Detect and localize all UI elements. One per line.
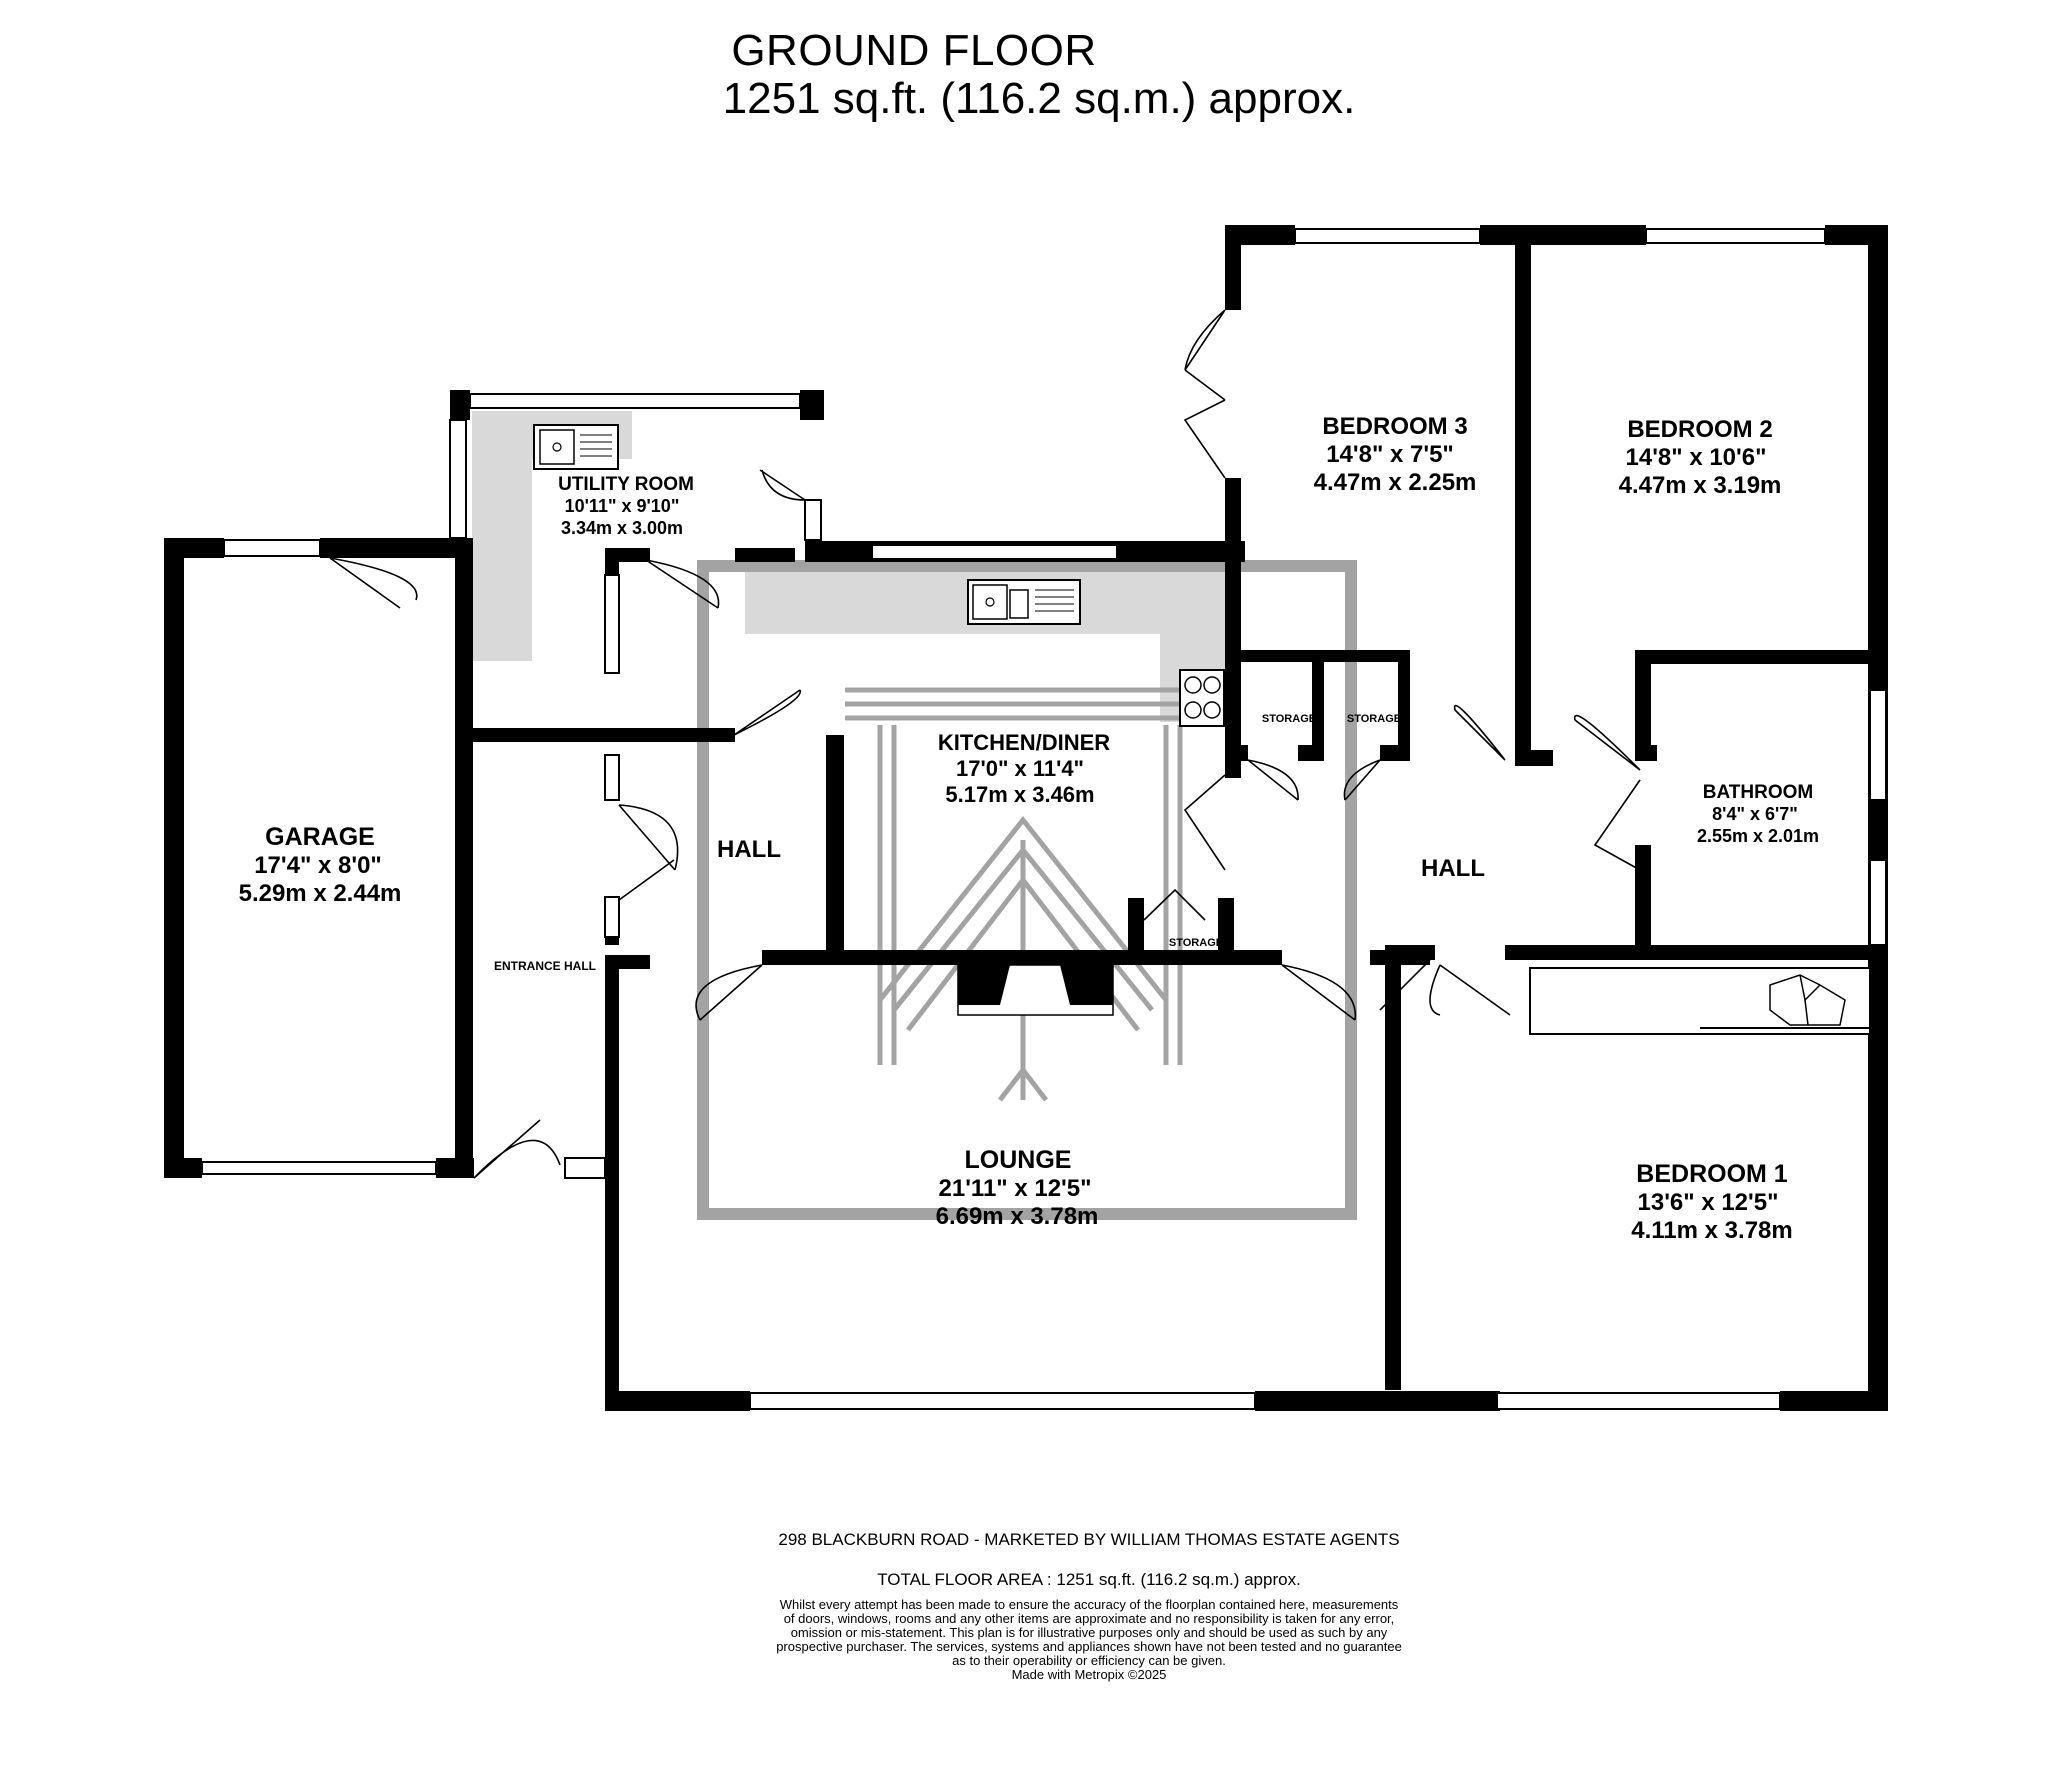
room-metric-bedroom2: 4.47m x 3.19m [1619, 472, 1782, 499]
room-metric-utility: 3.34m x 3.00m [561, 518, 683, 538]
disclaimer-line: Whilst every attempt has been made to en… [779, 1597, 1399, 1612]
room-name-storage-2: STORAGE [1347, 713, 1401, 725]
room-metric-bedroom3: 4.47m x 2.25m [1314, 469, 1477, 496]
room-name-entrance-hall: ENTRANCE HALL [494, 959, 596, 973]
room-name-bedroom2: BEDROOM 2 [1627, 416, 1772, 443]
room-metric-bathroom: 2.55m x 2.01m [1697, 826, 1819, 846]
room-name-garage: GARAGE [265, 823, 375, 851]
room-lounge: LOUNGE 21'11" x 12'5" 6.69m x 3.78m [936, 1146, 1099, 1230]
fireplace-icon [957, 964, 1114, 1016]
sink-icon-kitchen [967, 579, 1081, 625]
walls [164, 225, 1888, 1411]
room-imperial-bedroom1: 13'6" x 12'5" [1638, 1189, 1779, 1216]
shirt-icon [1769, 974, 1846, 1026]
room-name-lounge: LOUNGE [965, 1146, 1072, 1174]
room-imperial-utility: 10'11" x 9'10" [565, 496, 680, 516]
windows [201, 228, 1887, 1410]
room-metric-kitchen: 5.17m x 3.46m [945, 782, 1094, 807]
counters [472, 411, 1228, 722]
room-name-hall-right: HALL [1421, 855, 1485, 882]
watermark-logo [697, 560, 1357, 1220]
utility-counter-side [472, 411, 532, 661]
room-imperial-bathroom: 8'4" x 6'7" [1712, 804, 1798, 824]
room-imperial-garage: 17'4" x 8'0" [254, 852, 382, 879]
room-bedroom3: BEDROOM 3 14'8" x 7'5" 4.47m x 2.25m [1314, 413, 1477, 496]
room-metric-lounge: 6.69m x 3.78m [936, 1203, 1099, 1230]
footer-address: 298 BLACKBURN ROAD - MARKETED BY WILLIAM… [778, 1530, 1400, 1549]
room-name-kitchen: KITCHEN/DINER [938, 730, 1110, 755]
disclaimer-line: of doors, windows, rooms and any other i… [783, 1611, 1395, 1626]
room-bedroom1: BEDROOM 1 13'6" x 12'5" 4.11m x 3.78m [1631, 1160, 1792, 1244]
room-imperial-lounge: 21'11" x 12'5" [939, 1175, 1092, 1202]
room-kitchen: KITCHEN/DINER 17'0" x 11'4" 5.17m x 3.46… [938, 730, 1110, 807]
doors [329, 309, 1641, 1179]
room-name-bedroom1: BEDROOM 1 [1636, 1160, 1788, 1188]
room-name-bathroom: BATHROOM [1703, 782, 1813, 803]
hob-icon [1179, 669, 1225, 727]
kitchen-counter-top [745, 572, 1165, 634]
floor-area: 1251 sq.ft. (116.2 sq.m.) approx. [722, 74, 1356, 123]
room-name-bedroom3: BEDROOM 3 [1322, 413, 1467, 440]
footer-total-area: TOTAL FLOOR AREA : 1251 sq.ft. (116.2 sq… [877, 1570, 1301, 1589]
room-metric-bedroom1: 4.11m x 3.78m [1631, 1217, 1792, 1244]
room-utility: UTILITY ROOM 10'11" x 9'10" 3.34m x 3.00… [558, 474, 694, 538]
disclaimer-line: as to their operability or efficiency ca… [952, 1653, 1226, 1668]
room-name-utility: UTILITY ROOM [558, 474, 694, 495]
room-garage: GARAGE 17'4" x 8'0" 5.29m x 2.44m [239, 823, 402, 907]
room-name-hall-left: HALL [717, 836, 781, 863]
disclaimer-line: omission or mis-statement. This plan is … [790, 1625, 1388, 1640]
floor-title: GROUND FLOOR [731, 26, 1097, 75]
room-name-storage-3: STORAGE [1169, 937, 1223, 949]
room-bathroom: BATHROOM 8'4" x 6'7" 2.55m x 2.01m [1697, 782, 1819, 846]
room-imperial-kitchen: 17'0" x 11'4" [956, 756, 1084, 781]
wardrobe [1529, 967, 1871, 1035]
room-imperial-bedroom3: 14'8" x 7'5" [1326, 441, 1454, 468]
room-name-storage-1: STORAGE [1262, 713, 1316, 725]
room-bedroom2: BEDROOM 2 14'8" x 10'6" 4.47m x 3.19m [1619, 416, 1782, 499]
disclaimer-line: Made with Metropix ©2025 [1011, 1667, 1167, 1682]
disclaimer-line: prospective purchaser. The services, sys… [776, 1639, 1402, 1654]
footer-disclaimer: Whilst every attempt has been made to en… [65, 1598, 2048, 1682]
sink-icon [533, 424, 619, 470]
room-imperial-bedroom2: 14'8" x 10'6" [1626, 444, 1767, 471]
room-metric-garage: 5.29m x 2.44m [239, 880, 402, 907]
